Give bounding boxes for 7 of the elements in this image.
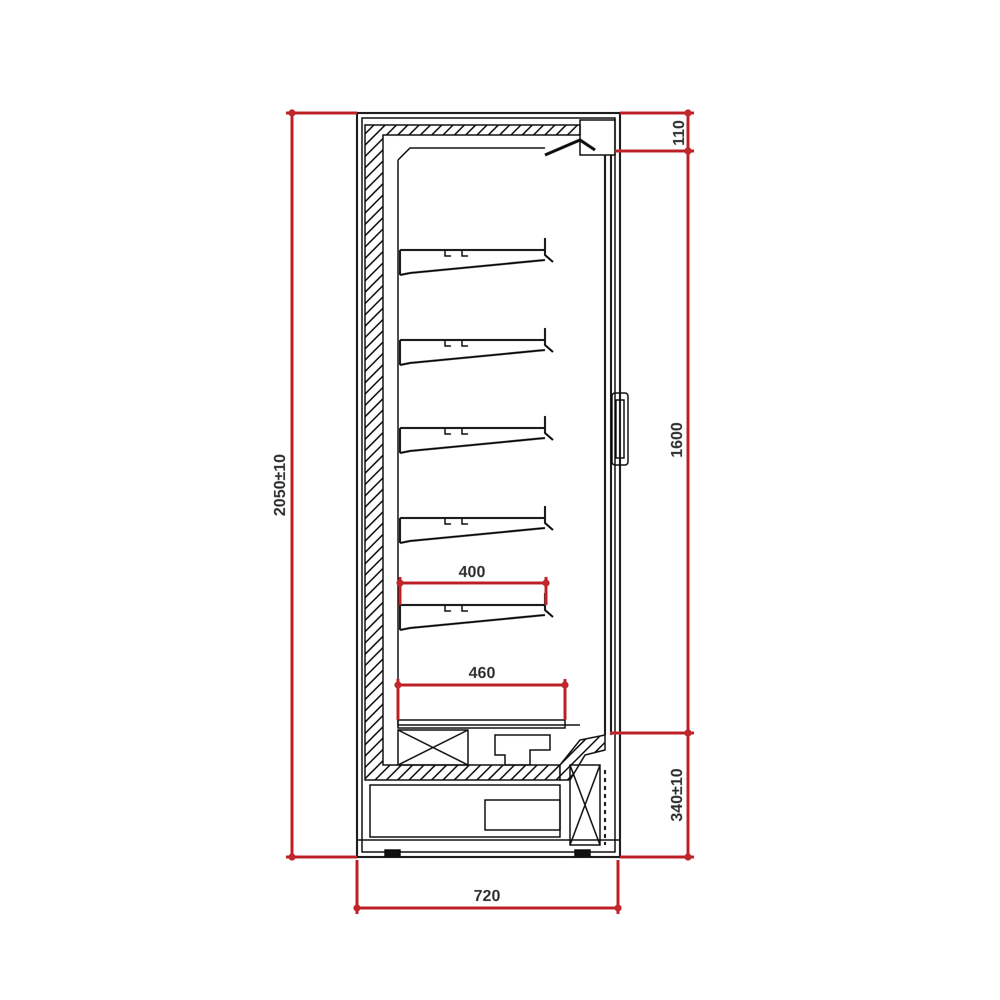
dimension-label: 340±10 — [670, 768, 686, 822]
dimension-label: 1600 — [670, 422, 686, 458]
dimension-label: 400 — [458, 565, 486, 581]
dimension-label: 460 — [468, 666, 496, 682]
dimension-label: 110 — [672, 120, 688, 146]
dimension-label: 720 — [474, 889, 500, 905]
dimension-label: 2050±10 — [273, 454, 289, 516]
